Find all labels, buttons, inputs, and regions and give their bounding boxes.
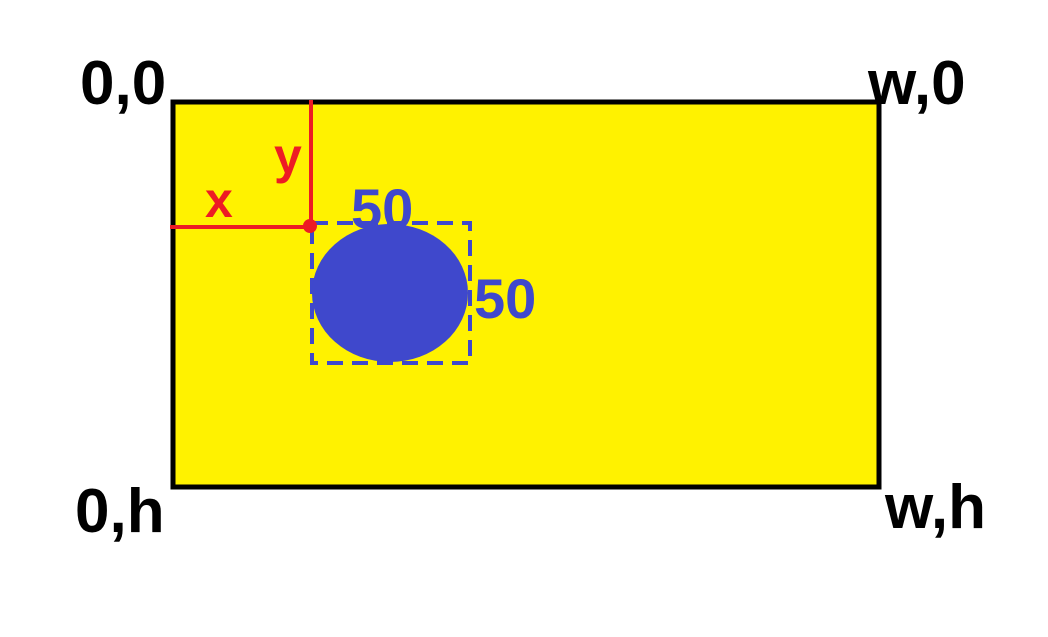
ellipse-shape [312,224,468,362]
y-offset-label: y [274,128,302,184]
canvas-rect [170,99,882,490]
shape-width-label: 50 [351,177,413,240]
corner-label-bottom-right: w,h [884,473,986,542]
x-offset-label: x [205,172,233,228]
corner-label-top-left: 0,0 [80,49,166,118]
shape-height-label: 50 [474,267,536,330]
corner-label-top-right: w,0 [867,49,966,118]
corner-label-bottom-left: 0,h [75,477,165,546]
shape-origin-point [303,219,317,233]
